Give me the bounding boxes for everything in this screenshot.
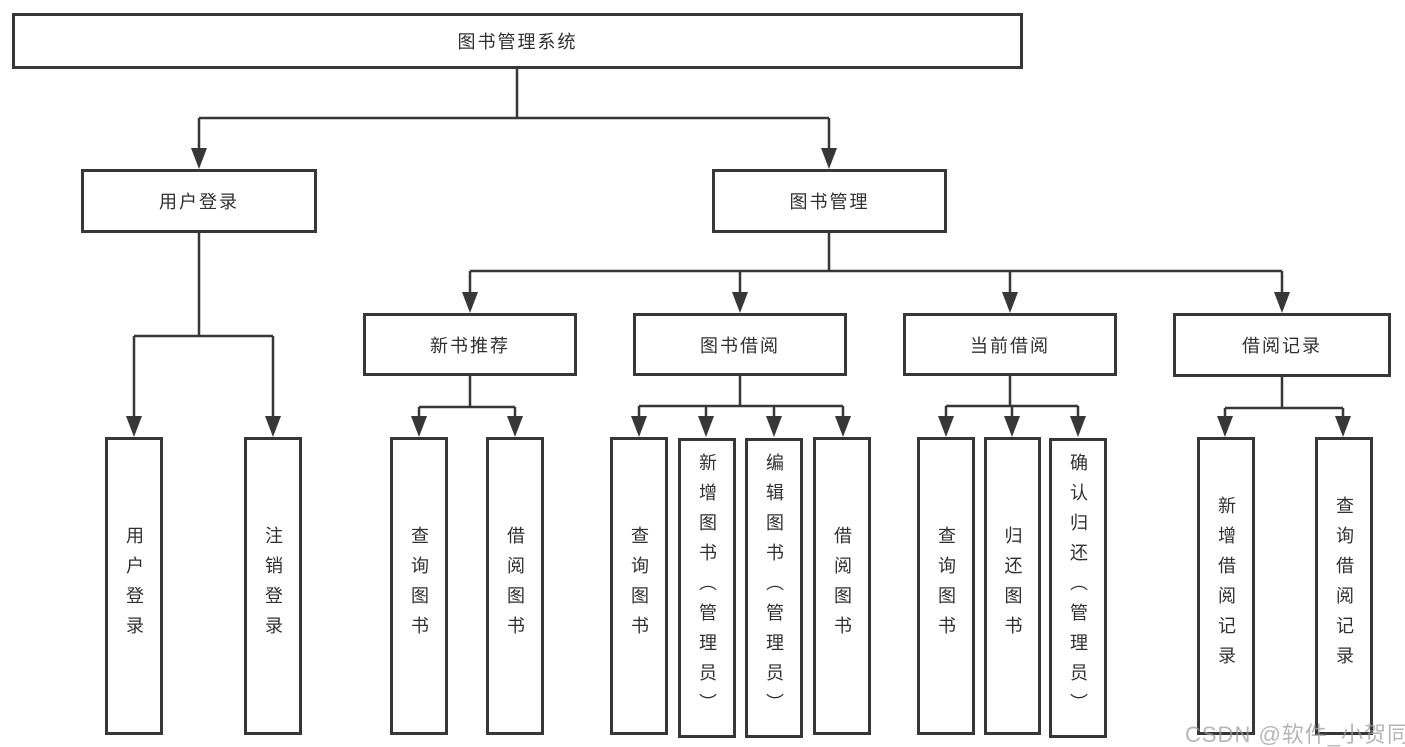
node-book-mgmt: 图书管理	[712, 169, 947, 233]
node-current-borrow: 当前借阅	[903, 313, 1117, 376]
node-borrow-books-2: 借阅图书	[813, 437, 871, 735]
node-add-borrow-record: 新增借阅记录	[1197, 437, 1255, 735]
arrowheads	[126, 148, 1351, 437]
node-edit-books-admin: 编辑图书（管理员）	[745, 438, 803, 738]
node-add-books-admin: 新增图书（管理员）	[678, 438, 736, 738]
node-confirm-return-admin: 确认归还（管理员）	[1049, 438, 1107, 738]
node-borrow-books-1: 借阅图书	[486, 437, 544, 735]
node-query-borrow-record: 查询借阅记录	[1315, 437, 1373, 735]
node-book-borrow: 图书借阅	[633, 313, 847, 376]
node-user-login-leaf: 用户登录	[105, 437, 163, 735]
node-borrow-records: 借阅记录	[1173, 313, 1391, 377]
node-logout-leaf: 注销登录	[244, 437, 302, 735]
node-query-books-2: 查询图书	[610, 437, 668, 735]
node-query-books-3: 查询图书	[917, 437, 975, 735]
node-return-books: 归还图书	[984, 437, 1041, 735]
node-new-book-rec: 新书推荐	[363, 313, 577, 376]
node-user-login: 用户登录	[81, 169, 317, 233]
node-root: 图书管理系统	[12, 13, 1023, 69]
node-query-books-1: 查询图书	[390, 437, 448, 735]
